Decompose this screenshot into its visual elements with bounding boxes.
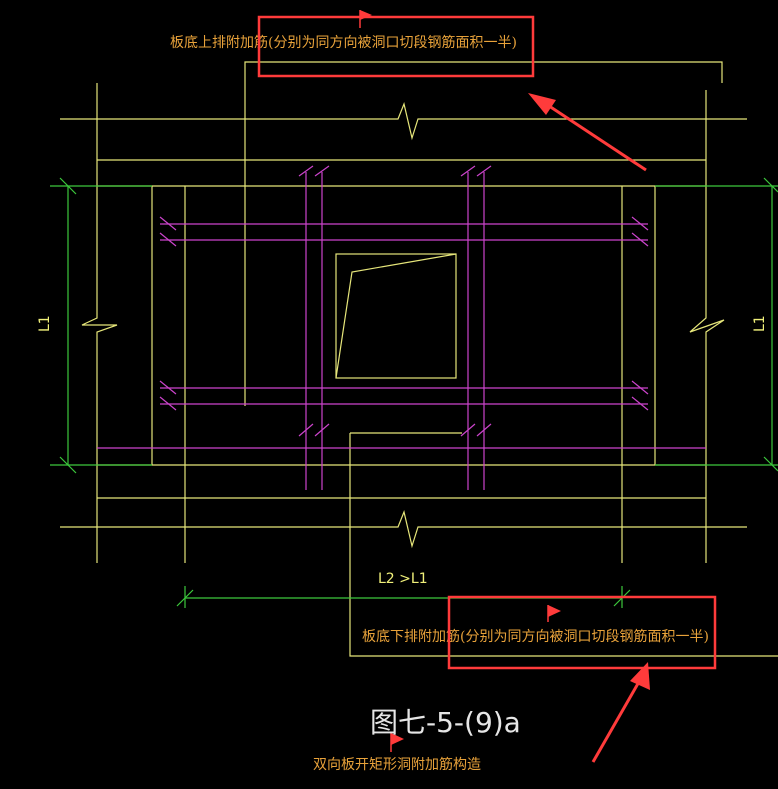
flag-icons [359,10,561,752]
dimension-label-right: L1 [752,315,768,332]
bottom-highlight-box [447,595,717,670]
top-rebar-note: 板底上排附加筋(分别为同方向被洞口切段钢筋面积一半) [170,34,517,51]
bottom-arrow-icon [591,679,642,763]
arrow-icons [528,93,650,763]
additional-rebar [97,165,706,490]
right-support-line [689,90,725,563]
highlight-annotations [257,15,717,670]
dimension-label-left: L1 [37,315,53,332]
rectangular-opening [335,253,457,379]
top-arrow-icon [539,98,647,172]
left-support-line [81,83,118,563]
bottom-support-line [60,510,747,549]
bottom-leader-line [349,433,778,657]
flag-icon [547,605,561,622]
flag-icon [359,10,372,28]
figure-caption: 双向板开矩形洞附加筋构造 [313,756,481,773]
top-leader-line [244,61,723,406]
slab-outline [60,61,778,657]
figure-title: 图七-5-(9)a [370,706,521,739]
dimension-label-bottom: L2 >L1 [378,571,428,587]
bottom-rebar-note: 板底下排附加筋(分别为同方向被洞口切段钢筋面积一半) [362,628,709,645]
top-support-line [60,102,747,141]
top-highlight-box [257,15,535,78]
dimension-lines [50,177,778,608]
flag-icon [390,733,404,752]
